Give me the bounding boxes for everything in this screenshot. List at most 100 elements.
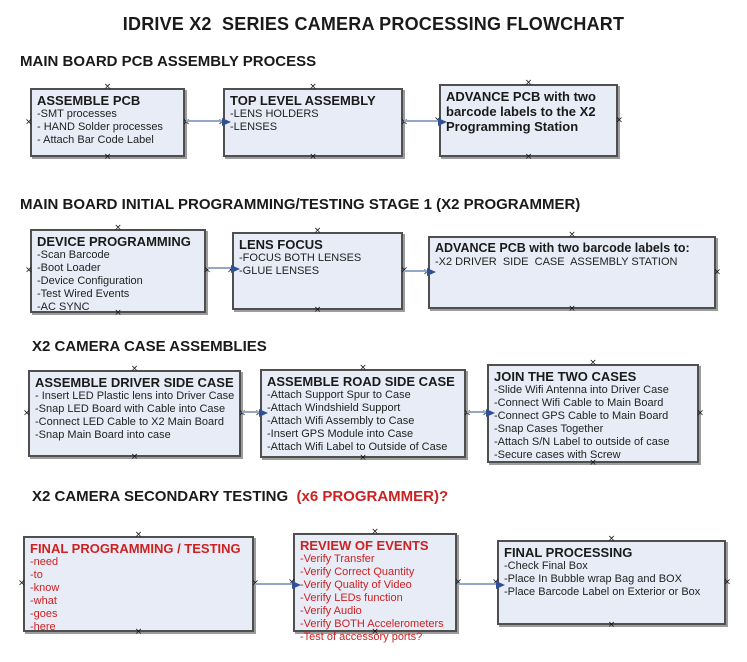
flow-box-assemble-driver-side-case: ASSEMBLE DRIVER SIDE CASE - Insert LED P… [23, 365, 246, 462]
box-item: -Verify Quality of Video [300, 579, 412, 591]
flow-box-assemble-road-side-case: ASSEMBLE ROAD SIDE CASE -Attach Support … [255, 364, 471, 463]
box-title: ASSEMBLE ROAD SIDE CASE [267, 374, 455, 389]
box-item: -FOCUS BOTH LENSES [239, 252, 362, 264]
box-item: -Snap LED Board with Cable into Case [35, 403, 226, 415]
flow-arrow-icon [467, 409, 495, 417]
box-item: -Insert GPS Module into Case [267, 428, 414, 440]
connection-handle-icon: × [568, 304, 576, 314]
box-item: -Secure cases with Screw [494, 449, 621, 461]
box-items: -need-to-know-what-goes-here [30, 556, 247, 634]
connection-handle-icon: × [313, 305, 322, 315]
connection-handle-icon: × [114, 223, 122, 233]
box-title: JOIN THE TWO CASES [494, 369, 637, 384]
box-title: ASSEMBLE DRIVER SIDE CASE [35, 375, 234, 390]
box-item: -LENS HOLDERS [230, 108, 319, 120]
box-title: REVIEW OF EVENTS [300, 538, 429, 553]
box-item: -Place Barcode Label on Exterior or Box [504, 586, 701, 598]
connection-handle-icon: × [589, 358, 597, 368]
connection-handle-icon: × [524, 152, 533, 162]
flow-box-advance-pcb-to-programming-station: ADVANCE PCB with two barcode labels to t… [434, 79, 623, 162]
box-item: -Attach Windshield Support [267, 402, 401, 414]
connection-handle-icon: × [359, 363, 367, 373]
box-item: -Test of accessory ports? [300, 631, 423, 643]
connection-handle-icon: × [130, 364, 139, 374]
connection-handle-icon: × [607, 534, 616, 544]
flow-arrow-icon [207, 265, 240, 273]
box-item: -Check Final Box [504, 560, 588, 572]
box-title: FINAL PROCESSING [504, 545, 633, 560]
box-item: -X2 DRIVER SIDE CASE ASSEMBLY STATION [435, 256, 678, 268]
flow-box-top-level-assembly: TOP LEVEL ASSEMBLY -LENS HOLDERS-LENSES … [218, 83, 408, 162]
box-item: -here [30, 621, 56, 633]
box-items: -Attach Support Spur to Case-Attach Wind… [267, 389, 459, 454]
box-items: -Scan Barcode-Boot Loader-Device Configu… [37, 249, 199, 314]
connection-handle-icon: × [359, 453, 367, 463]
flow-box-lens-focus: LENS FOCUS -FOCUS BOTH LENSES-GLUE LENSE… [227, 227, 408, 315]
connection-handle-icon: × [713, 267, 721, 277]
connection-handle-icon: × [723, 577, 731, 587]
connection-handle-icon: × [615, 115, 623, 125]
page-title: IDRIVE X2 SERIES CAMERA PROCESSING FLOWC… [122, 14, 625, 34]
box-item: -Boot Loader [37, 262, 101, 274]
box-item: -Verify Audio [300, 605, 362, 617]
connection-handle-icon: × [568, 230, 576, 240]
box-item: -Verify BOTH Accelerometers [300, 618, 444, 630]
box-item: -what [30, 595, 57, 607]
box-items: -Verify Transfer-Verify Correct Quantity… [300, 553, 450, 644]
box-item: -Attach Wifi Assembly to Case [267, 415, 415, 427]
connection-handle-icon: × [309, 82, 317, 92]
box-item: -Verify Transfer [300, 553, 375, 565]
section-heading-secondary-testing: X2 CAMERA SECONDARY TESTING (x6 PROGRAMM… [32, 488, 448, 505]
box-item: -SMT processes [37, 108, 117, 120]
box-item: -Connect LED Cable to X2 Main Board [35, 416, 224, 428]
box-title: LENS FOCUS [239, 237, 323, 252]
connection-handle-icon: × [103, 82, 112, 92]
box-item: -Verify Correct Quantity [300, 566, 415, 578]
box-items: -Slide Wifi Antenna into Driver Case-Con… [494, 384, 692, 462]
flow-box-review-of-events: REVIEW OF EVENTS -Verify Transfer-Verify… [288, 528, 462, 644]
flow-box-advance-pcb-to-assembly-station: ADVANCE PCB with two barcode labels to: … [423, 231, 721, 314]
box-items: - Insert LED Plastic lens into Driver Ca… [35, 390, 234, 442]
box-item: -AC SYNC [37, 301, 90, 313]
box-title: DEVICE PROGRAMMING [37, 234, 191, 249]
box-title: ASSEMBLE PCB [37, 93, 141, 108]
box-item: -to [30, 569, 43, 581]
box-items: -Check Final Box-Place In Bubble wrap Ba… [504, 560, 719, 599]
section-heading-case-assemblies: X2 CAMERA CASE ASSEMBLIES [32, 338, 267, 355]
box-items: -SMT processes- HAND Solder processes- A… [37, 108, 178, 147]
connection-handle-icon: × [130, 452, 139, 462]
section-heading-text: X2 CAMERA SECONDARY TESTING [32, 488, 289, 505]
box-item: -Attach Support Spur to Case [267, 389, 411, 401]
box-title: FINAL PROGRAMMING / TESTING [30, 541, 241, 556]
box-item: -LENSES [230, 121, 278, 133]
flow-box-device-programming: DEVICE PROGRAMMING -Scan Barcode-Boot Lo… [25, 224, 211, 318]
connection-handle-icon: × [18, 578, 26, 589]
flow-arrow-icon [255, 581, 301, 589]
box-item: -Device Configuration [37, 275, 143, 287]
box-items: -LENS HOLDERS-LENSES [230, 108, 396, 134]
box-item: -Connect GPS Cable to Main Board [494, 410, 669, 422]
flow-box-assemble-pcb: ASSEMBLE PCB -SMT processes- HAND Solder… [25, 83, 190, 162]
flow-box-join-the-two-cases: JOIN THE TWO CASES -Slide Wifi Antenna i… [482, 359, 704, 468]
connection-handle-icon: × [25, 265, 33, 276]
box-item: -Scan Barcode [37, 249, 110, 261]
flow-arrow-icon [458, 581, 505, 589]
box-item: -Connect Wifi Cable to Main Board [494, 397, 664, 409]
connection-handle-icon: × [696, 408, 704, 418]
section-heading-initial-programming: MAIN BOARD INITIAL PROGRAMMING/TESTING S… [20, 196, 581, 213]
box-item: -GLUE LENSES [239, 265, 320, 277]
connection-handle-icon: × [309, 152, 317, 162]
box-title: TOP LEVEL ASSEMBLY [230, 93, 376, 108]
connection-handle-icon: × [134, 530, 143, 540]
connection-handle-icon: × [23, 408, 31, 418]
box-item: -Verify LEDs function [300, 592, 403, 604]
connection-handle-icon: × [103, 152, 112, 162]
box-item: -know [30, 582, 60, 594]
flow-arrow-icon [242, 409, 268, 417]
box-item: -Test Wired Events [37, 288, 130, 300]
flow-arrow-icon [186, 118, 231, 126]
connection-handle-icon: × [25, 117, 33, 127]
flow-box-final-processing: FINAL PROCESSING -Check Final Box-Place … [492, 535, 731, 630]
box-item: - Attach Bar Code Label [37, 134, 154, 146]
